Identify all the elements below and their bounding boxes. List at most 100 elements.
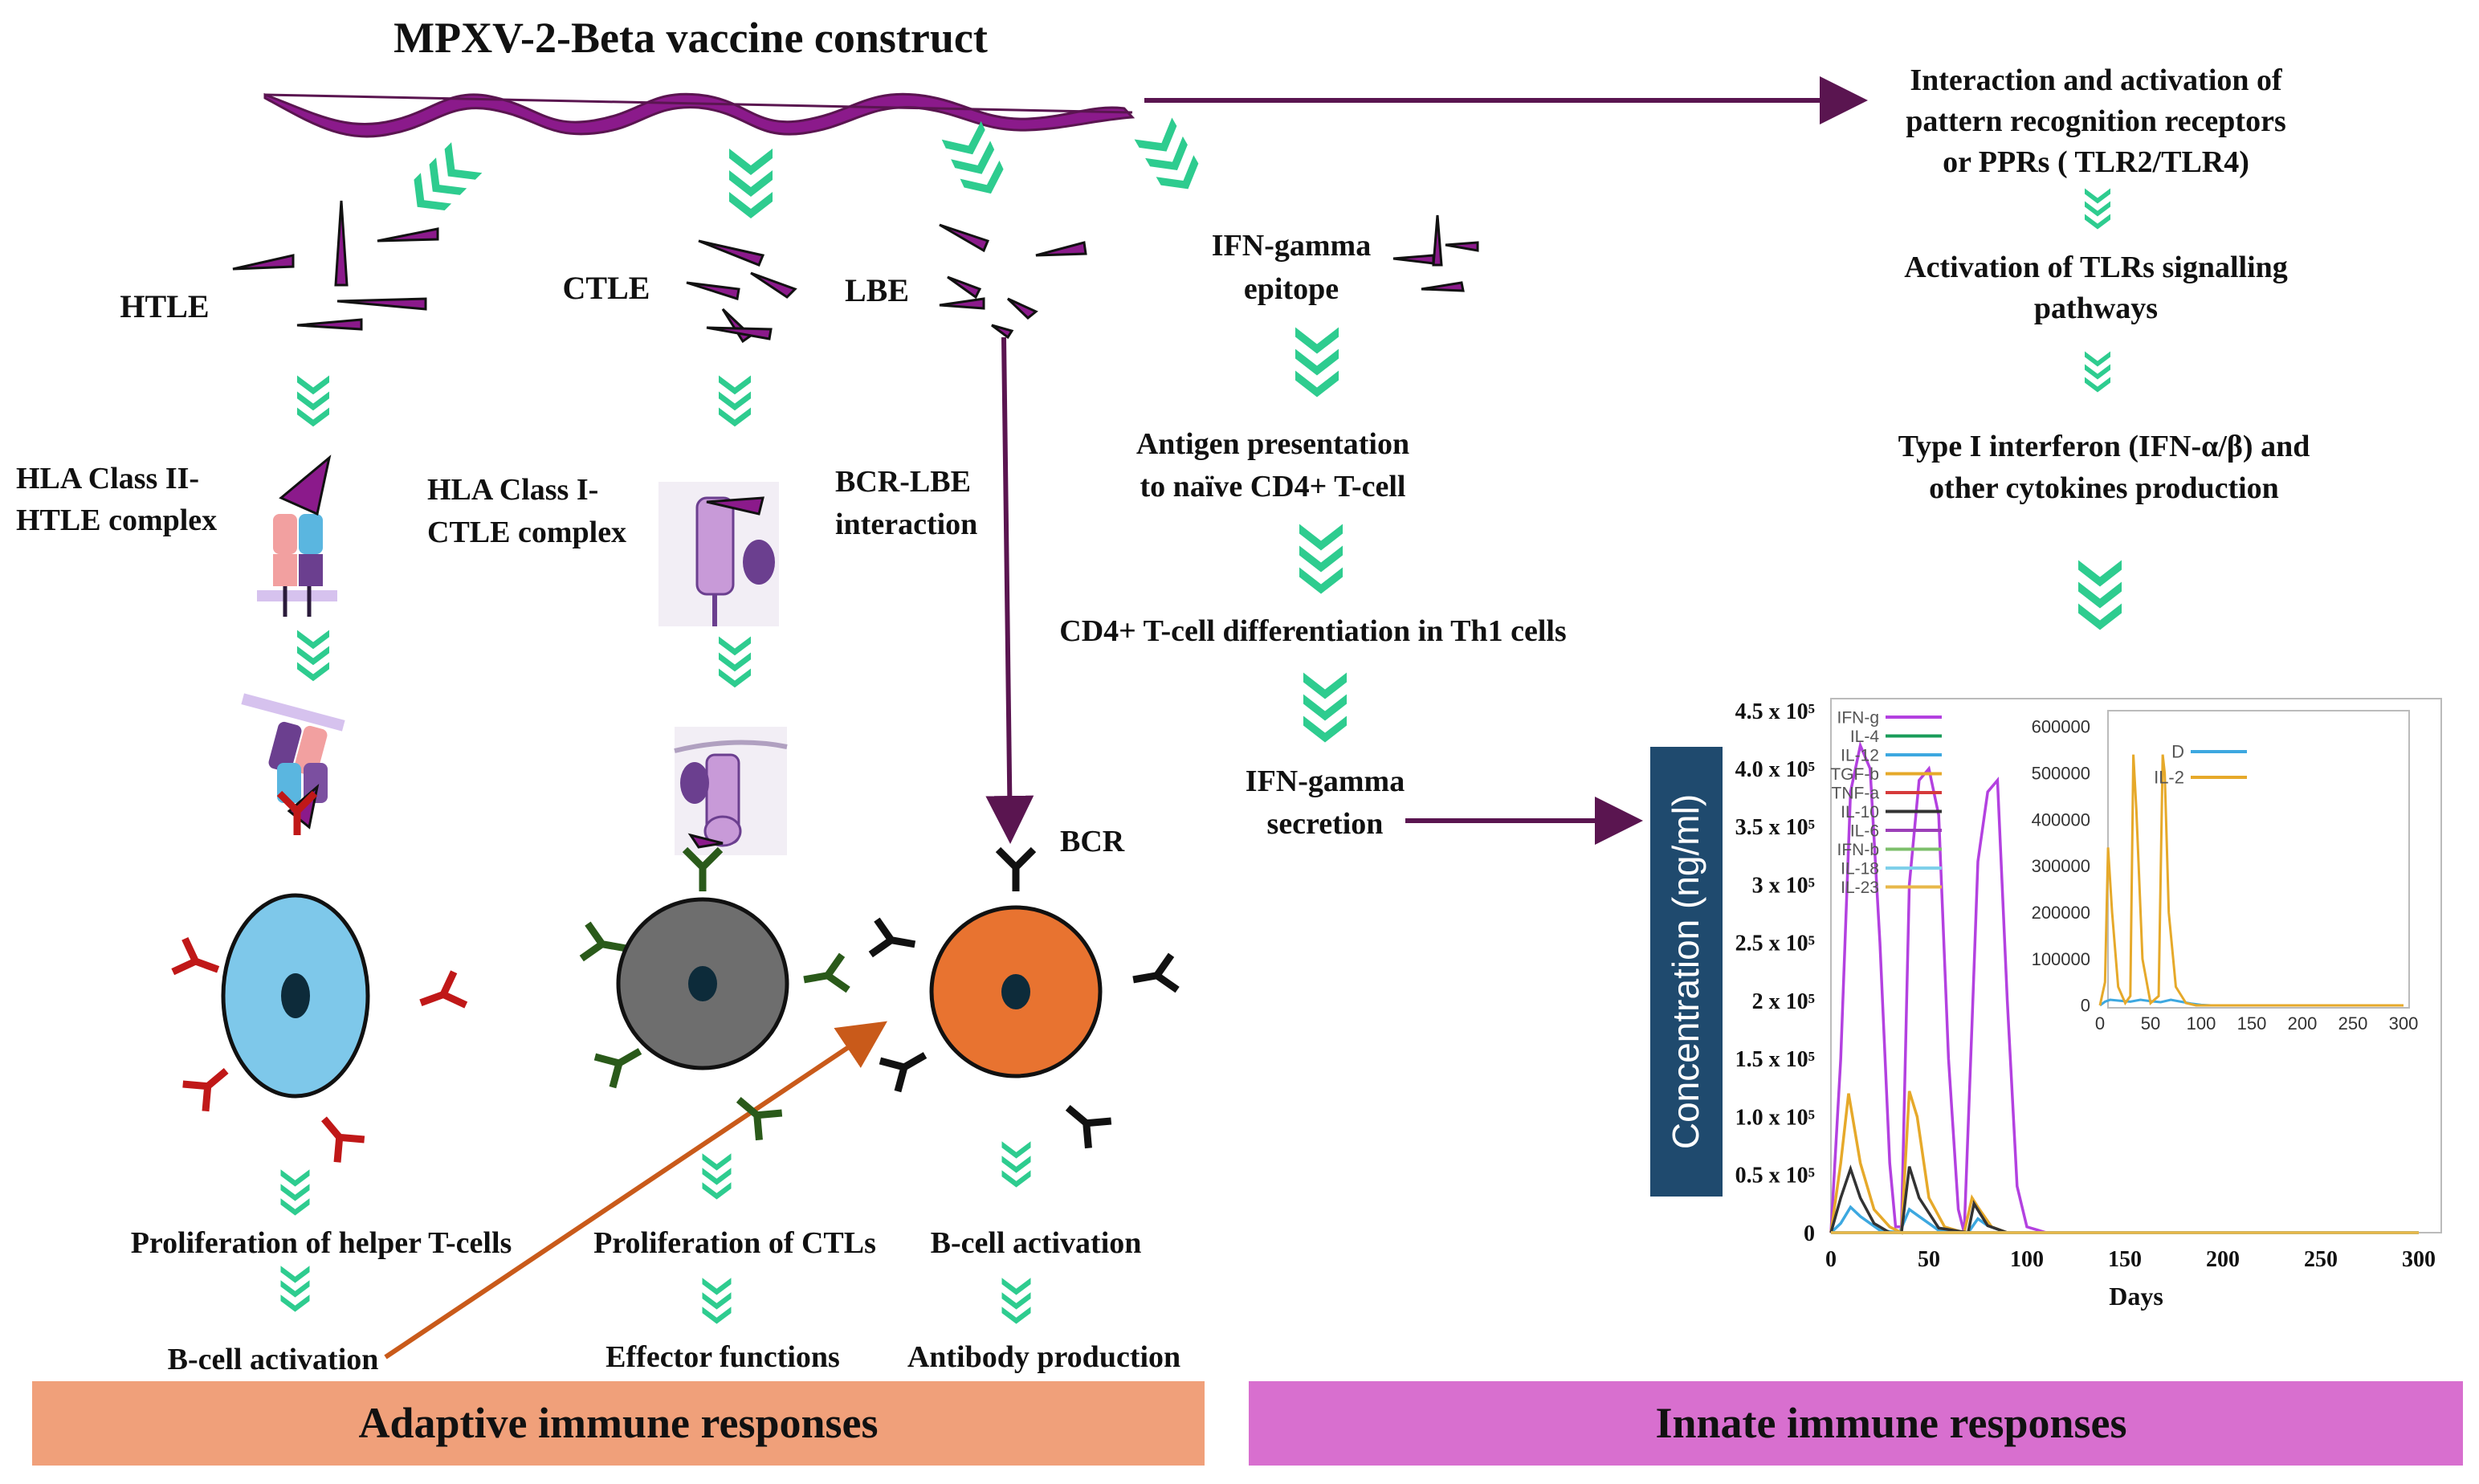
hla1-label-1: HLA Class I- — [427, 473, 598, 507]
y-tick-label: 400000 — [2032, 809, 2090, 830]
chevron-arrow-icon — [1295, 327, 1339, 398]
lbe-fragments — [939, 223, 1087, 340]
ctl-proliferation-label: Proliferation of CTLs — [593, 1226, 876, 1260]
chevron-arrow-icon — [702, 1153, 732, 1200]
legend-label: D — [2171, 742, 2184, 762]
y-tick-label: 2 x 10⁵ — [1752, 989, 1815, 1014]
x-tick-label: 100 — [2010, 1247, 2044, 1272]
legend-label: IL-12 — [1841, 746, 1879, 764]
prr-label-1: Interaction and activation of — [1910, 63, 2283, 97]
arrow-lbe-to-bcr — [985, 336, 1034, 844]
bcell-activation-left-label: B-cell activation — [168, 1343, 379, 1376]
inset-frame — [2107, 710, 2410, 1009]
tlr-label-2: pathways — [2034, 292, 2158, 325]
bcr-lbe-label-2: interaction — [835, 508, 977, 541]
legend-label: IFN-g — [1837, 708, 1880, 727]
y-tick-label: 500000 — [2032, 764, 2090, 784]
y-tick-label: 0 — [1804, 1221, 1815, 1246]
legend-label: IL-18 — [1841, 859, 1879, 878]
series-line-ifn-g — [1829, 740, 2419, 1234]
y-tick-label: 0.5 x 10⁵ — [1735, 1164, 1815, 1188]
chevron-arrow-icon — [2085, 351, 2110, 393]
helper-t-cell — [173, 793, 466, 1162]
x-tick-label: 100 — [2187, 1013, 2216, 1034]
x-tick-label: 250 — [2338, 1013, 2368, 1034]
y-tick-label: 1.5 x 10⁵ — [1735, 1047, 1815, 1072]
helper-proliferation-label: Proliferation of helper T-cells — [131, 1226, 512, 1260]
chevron-arrow-icon — [280, 1266, 310, 1312]
arrow-helper-to-bcell — [384, 1021, 887, 1360]
prr-label-2: pattern recognition receptors — [1906, 104, 2285, 138]
legend-label: IL-23 — [1841, 879, 1879, 897]
y-tick-label: 4.5 x 10⁵ — [1735, 699, 1815, 724]
x-tick-label: 150 — [2237, 1013, 2267, 1034]
antibody-label: Antibody production — [907, 1340, 1180, 1374]
series-line-il-2 — [2098, 754, 2404, 1007]
y-tick-label: 1.0 x 10⁵ — [1735, 1105, 1815, 1130]
x-tick-label: 0 — [2095, 1013, 2105, 1034]
legend-label: IFN-b — [1837, 841, 1880, 859]
x-tick-label: 200 — [2288, 1013, 2318, 1034]
chevron-arrow-icon — [2085, 188, 2110, 230]
chevron-arrow-icon — [941, 120, 1011, 203]
antigen-presentation-label-2: to naïve CD4+ T-cell — [1140, 470, 1406, 503]
y-axis-label: Concentration (ng/ml) — [1665, 794, 1706, 1149]
htle-fragments — [232, 200, 439, 331]
x-tick-label: 150 — [2108, 1247, 2142, 1272]
innate-banner-text: Innate immune responses — [1655, 1399, 2126, 1447]
th1-differentiation-label: CD4+ T-cell differentiation in Th1 cells — [1059, 614, 1566, 648]
chevron-arrow-icon — [1303, 672, 1347, 743]
chevron-arrow-icon — [1001, 1278, 1031, 1324]
tcr-hla-i-binding-icon — [674, 727, 788, 855]
chevron-arrow-icon — [402, 142, 483, 222]
chevron-arrow-icon — [719, 636, 751, 688]
hla-class-ii-complex-icon — [257, 455, 337, 617]
x-tick-label: 200 — [2206, 1247, 2240, 1272]
lbe-label: LBE — [845, 272, 909, 308]
construct-title: MPXV-2-Beta vaccine construct — [393, 14, 988, 62]
legend-label: IL-10 — [1841, 803, 1879, 822]
effector-label: Effector functions — [605, 1340, 840, 1374]
x-tick-label: 300 — [2402, 1247, 2436, 1272]
htle-label: HTLE — [120, 288, 209, 324]
type1-ifn-label-1: Type I interferon (IFN-α/β) and — [1898, 430, 2310, 463]
vaccine-construct-wave — [263, 92, 1136, 138]
legend-label: IL-4 — [1850, 728, 1880, 746]
ctle-fragments — [686, 239, 797, 344]
legend-label: TNF-a — [1832, 784, 1880, 802]
chevron-arrow-icon — [297, 630, 329, 682]
legend-label: IL-6 — [1850, 822, 1879, 840]
innate-banner — [1249, 1381, 2463, 1466]
y-tick-label: 2.5 x 10⁵ — [1735, 932, 1815, 956]
chevron-arrow-icon — [1001, 1141, 1031, 1188]
chevron-arrow-icon — [719, 375, 751, 427]
ctle-label: CTLE — [563, 270, 650, 306]
b-cell — [871, 850, 1177, 1148]
x-tick-label: 50 — [1918, 1247, 1940, 1272]
chevron-arrow-icon — [1299, 524, 1343, 594]
hla-class-i-complex-icon — [658, 482, 779, 626]
series-line-tgf-b — [1829, 1091, 2419, 1235]
series-line-il-10 — [1829, 1164, 2419, 1234]
ifn-epitope-fragments — [1392, 214, 1479, 292]
type1-ifn-label-2: other cytokines production — [1929, 471, 2279, 505]
y-tick-label: 3.5 x 10⁵ — [1735, 815, 1815, 840]
ifn-epitope-label-1: IFN-gamma — [1212, 229, 1371, 263]
chevron-arrow-icon — [1134, 117, 1207, 200]
cytotoxic-t-cell — [581, 850, 848, 1140]
adaptive-banner-text: Adaptive immune responses — [358, 1399, 878, 1447]
hla2-label-2: HTLE complex — [16, 503, 217, 537]
ifn-secretion-label-2: secretion — [1267, 807, 1384, 841]
cytokine-concentration-chart: Concentration (ng/ml) 0 0.5 x 10⁵ 1.0 x 10… — [1650, 698, 2442, 1311]
legend-label: TGF-b — [1830, 765, 1879, 784]
y-tick-label: 4.0 x 10⁵ — [1735, 757, 1815, 782]
ifn-secretion-label-1: IFN-gamma — [1246, 764, 1405, 798]
prr-label-3: or PPRs ( TLR2/TLR4) — [1943, 145, 2249, 179]
x-tick-label: 50 — [2141, 1013, 2160, 1034]
x-tick-label: 250 — [2304, 1247, 2338, 1272]
y-tick-label: 0 — [2081, 996, 2090, 1016]
chevron-arrow-icon — [2078, 560, 2122, 630]
y-tick-label: 3 x 10⁵ — [1752, 873, 1815, 898]
